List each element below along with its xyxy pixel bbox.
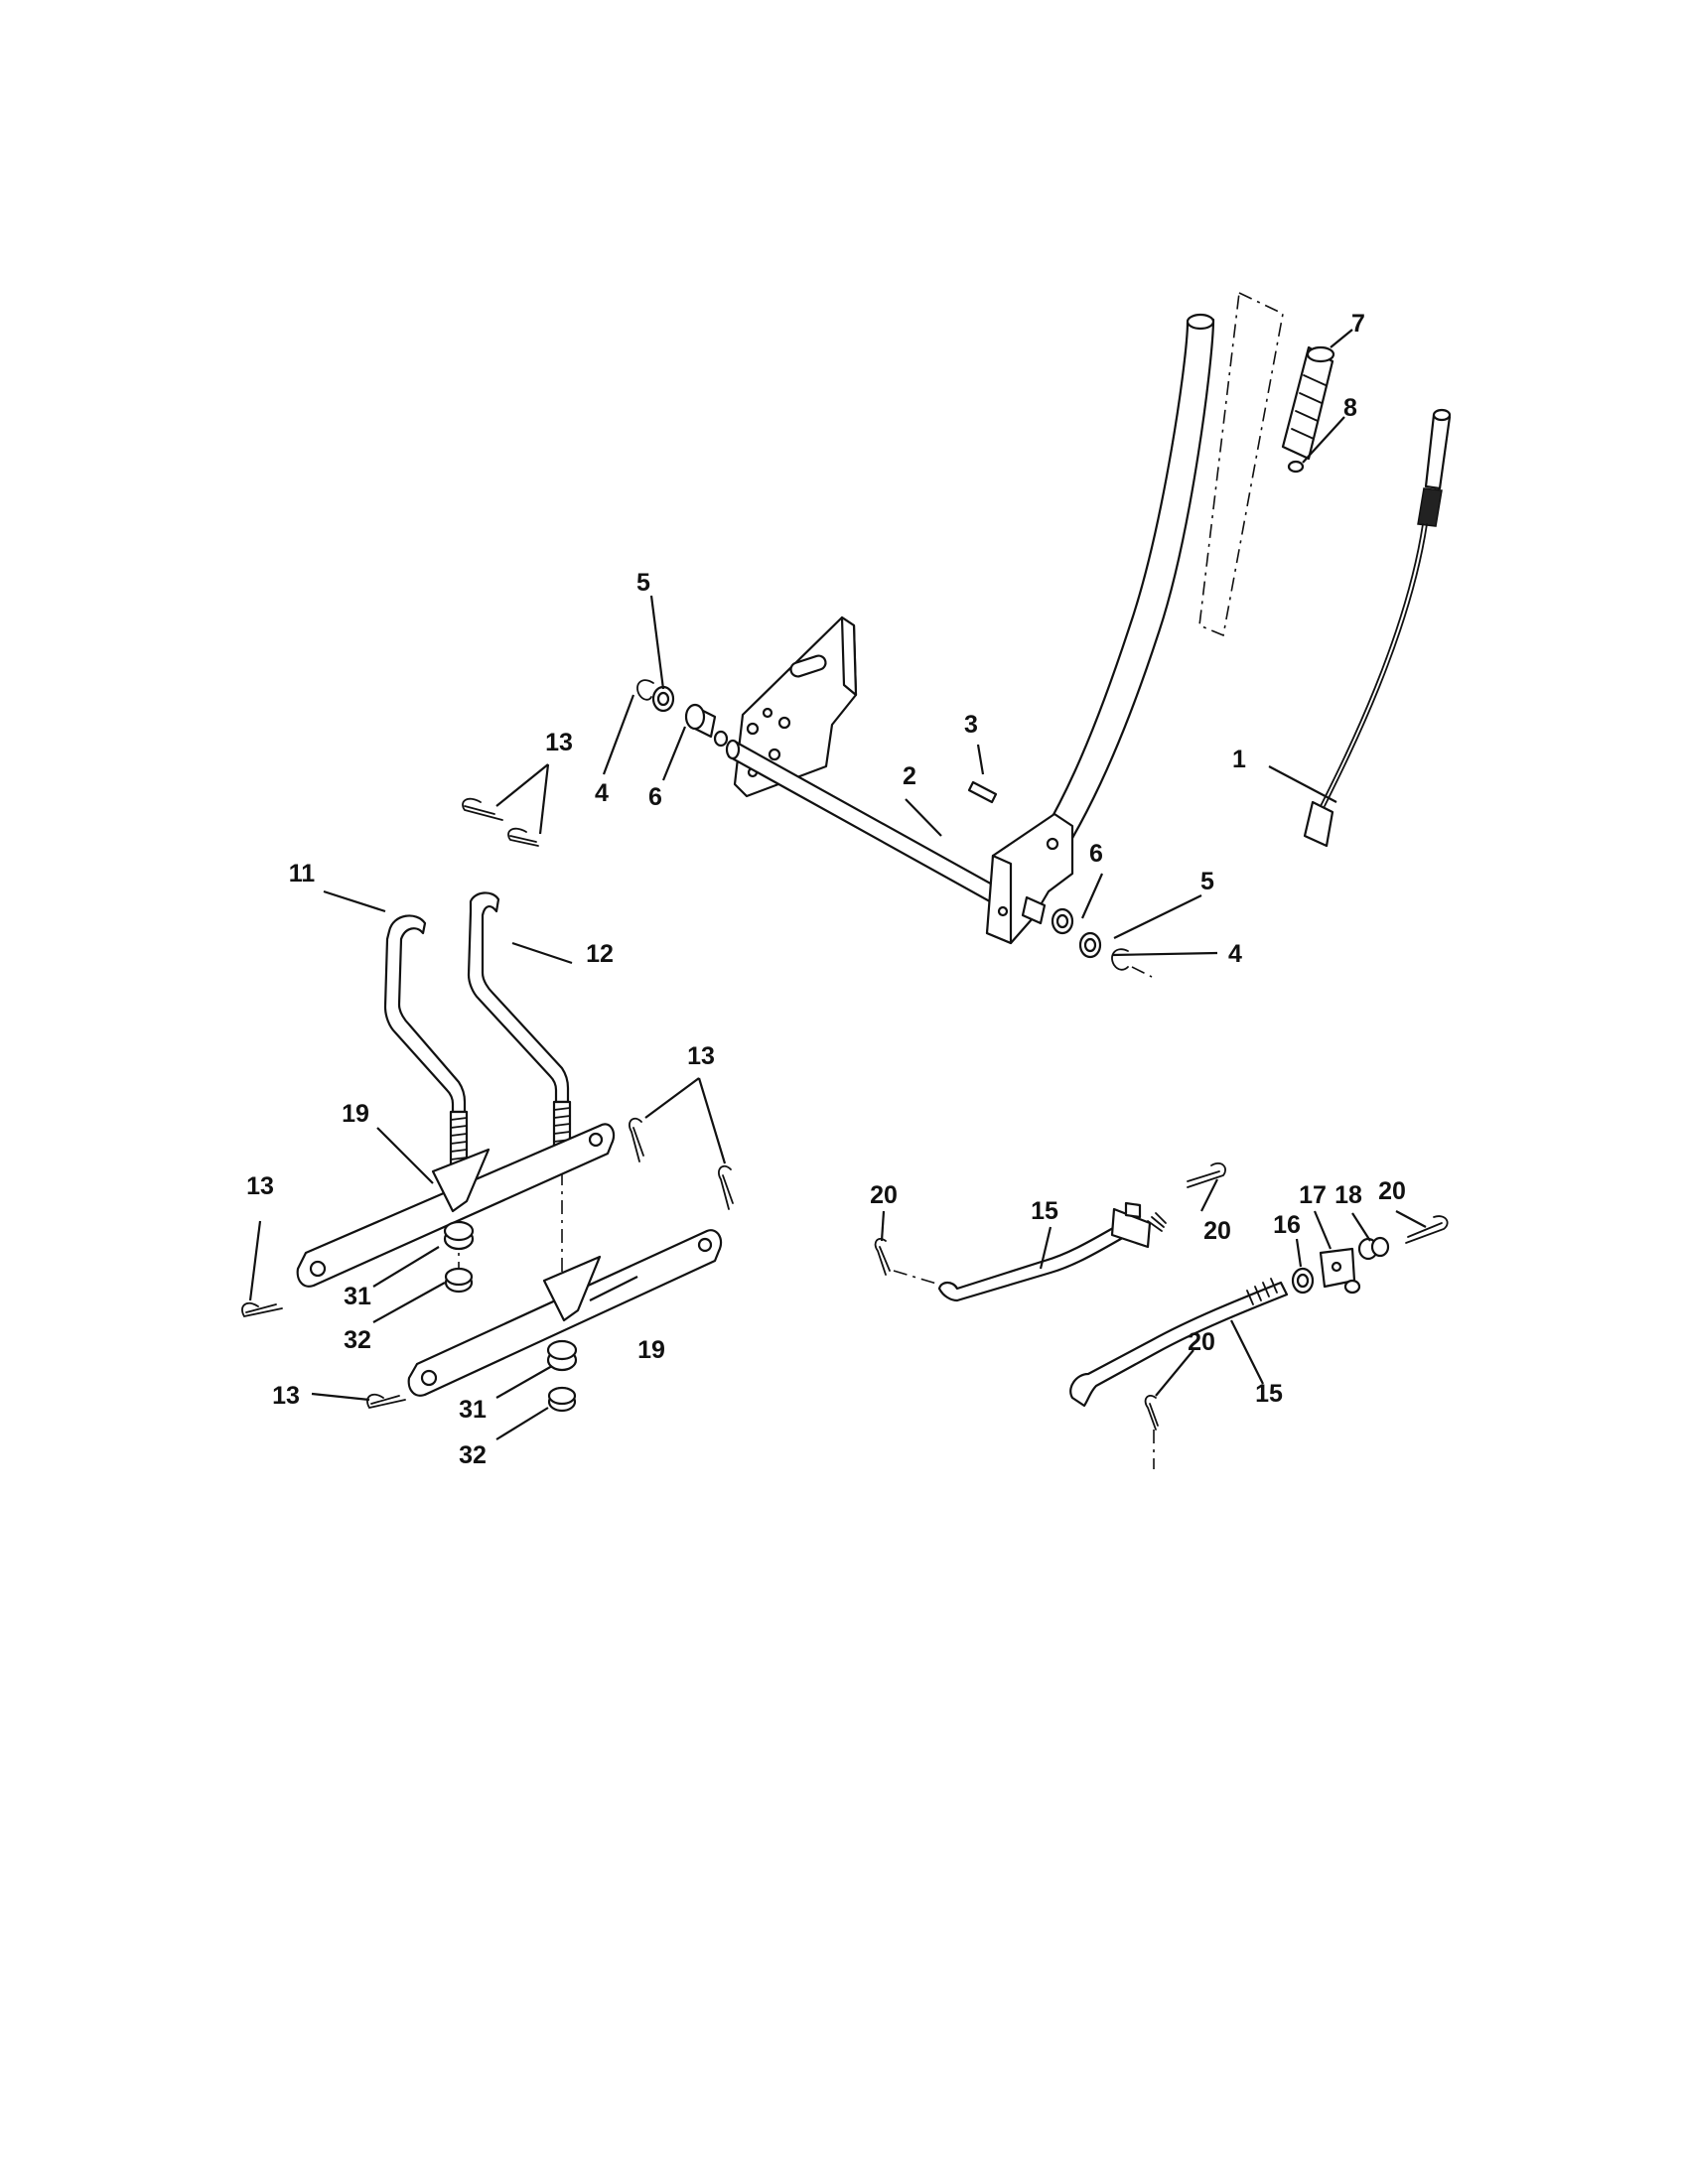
callout-5-left: 5 bbox=[636, 569, 650, 597]
callout-19-lower: 19 bbox=[637, 1336, 665, 1364]
callout-3: 3 bbox=[964, 711, 978, 739]
lift-arm-lower bbox=[407, 1229, 723, 1397]
callout-8: 8 bbox=[1343, 394, 1357, 422]
grip-cap bbox=[1287, 460, 1305, 474]
washer-left bbox=[651, 685, 675, 713]
callout-13-left: 13 bbox=[246, 1172, 274, 1200]
lift-link-11 bbox=[383, 914, 469, 1175]
handle-tube bbox=[1009, 318, 1215, 900]
callout-20-right: 20 bbox=[1378, 1177, 1406, 1205]
callout-4-right: 4 bbox=[1228, 940, 1242, 968]
hair-pin-13-top-a bbox=[462, 797, 503, 821]
callout-5-right: 5 bbox=[1200, 868, 1214, 895]
callout-15-upper: 15 bbox=[1031, 1197, 1058, 1225]
callout-31-left: 31 bbox=[344, 1283, 371, 1310]
roll-pin bbox=[967, 780, 998, 804]
callout-13-right: 13 bbox=[687, 1042, 715, 1070]
handle-grip bbox=[1281, 345, 1335, 461]
callout-17: 17 bbox=[1299, 1181, 1327, 1209]
handle-phantom-outline bbox=[1198, 291, 1284, 637]
assembly-line-rod15 bbox=[893, 1270, 954, 1290]
spacer-31-left bbox=[443, 1220, 475, 1251]
hair-pin-13-bottom bbox=[366, 1393, 406, 1410]
nut-16 bbox=[1291, 1267, 1315, 1295]
nut-32-right bbox=[547, 1386, 577, 1413]
callout-6-left: 6 bbox=[648, 783, 662, 811]
callout-31-right: 31 bbox=[459, 1396, 487, 1424]
hair-pin-20-right bbox=[1405, 1215, 1449, 1244]
callout-13-bottom: 13 bbox=[272, 1382, 300, 1410]
callout-20-top: 20 bbox=[1203, 1217, 1231, 1245]
lift-link-12 bbox=[467, 891, 572, 1171]
adjust-rod-upper bbox=[937, 1201, 1167, 1302]
callout-16: 16 bbox=[1273, 1211, 1301, 1239]
callout-4-left: 4 bbox=[595, 779, 609, 807]
hair-pin-20-bottom bbox=[1144, 1395, 1159, 1469]
bushing-left bbox=[684, 703, 729, 748]
callout-12: 12 bbox=[586, 940, 614, 968]
adjust-rod-lower bbox=[1069, 1278, 1289, 1408]
callout-13-top: 13 bbox=[545, 729, 573, 756]
callout-32-right: 32 bbox=[459, 1441, 487, 1469]
callout-19-upper: 19 bbox=[342, 1100, 369, 1128]
mounting-plate bbox=[733, 615, 858, 798]
callout-32-left: 32 bbox=[344, 1326, 371, 1354]
cross-shaft bbox=[725, 739, 1025, 917]
nut-32-left bbox=[444, 1267, 474, 1294]
callout-11: 11 bbox=[289, 860, 316, 887]
clip-left bbox=[636, 679, 654, 701]
callout-labels: 1 2 3 4 4 5 5 6 6 7 8 11 12 13 13 13 13 … bbox=[246, 310, 1406, 1469]
hair-pin-13-left bbox=[241, 1301, 283, 1318]
hair-pin-20-left bbox=[874, 1238, 891, 1276]
handle-tube-end bbox=[1186, 313, 1215, 331]
washer-right bbox=[1078, 931, 1102, 959]
spacer-31-right bbox=[546, 1339, 578, 1372]
bushing-right bbox=[1021, 895, 1074, 935]
lift-arm-upper bbox=[296, 1123, 616, 1288]
leader-lines bbox=[248, 329, 1427, 1440]
callout-20-left: 20 bbox=[870, 1181, 898, 1209]
callout-6-right: 6 bbox=[1089, 840, 1103, 868]
callout-20-bottom: 20 bbox=[1188, 1328, 1215, 1356]
hair-pin-13-right-b bbox=[718, 1164, 734, 1210]
block-17 bbox=[1319, 1247, 1361, 1295]
callout-15-lower: 15 bbox=[1255, 1380, 1283, 1408]
clip-right bbox=[1111, 948, 1153, 978]
bolt-18 bbox=[1357, 1236, 1390, 1261]
hair-pin-13-right-a bbox=[629, 1117, 644, 1162]
callout-7: 7 bbox=[1351, 310, 1365, 338]
lift-handle bbox=[1009, 291, 1284, 900]
control-cable bbox=[1303, 408, 1452, 848]
hair-pin-13-top-b bbox=[507, 827, 539, 847]
hair-pin-20-top bbox=[1187, 1162, 1226, 1188]
callout-18: 18 bbox=[1334, 1181, 1362, 1209]
callout-1: 1 bbox=[1232, 746, 1246, 773]
callout-2: 2 bbox=[903, 762, 916, 790]
